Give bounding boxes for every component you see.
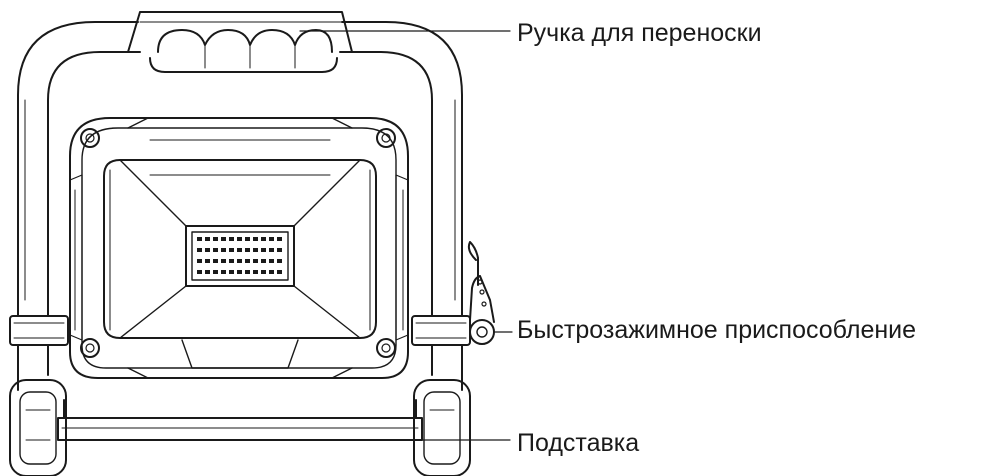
pivot-brackets [9, 315, 471, 346]
stand [9, 379, 471, 476]
lamp-reflector [103, 159, 377, 339]
callout-stand-label: Подставка [517, 429, 640, 457]
led-panel [185, 225, 295, 287]
callout-handle-label: Ручка для переноски [517, 19, 762, 47]
quick-release-clamp [467, 241, 495, 345]
carry-frame [17, 21, 463, 391]
callout-clamp-label: Быстрозажимное приспособление [517, 316, 917, 344]
carry-handle [127, 11, 353, 73]
lamp-housing [69, 117, 409, 379]
corner-screws [80, 128, 396, 358]
